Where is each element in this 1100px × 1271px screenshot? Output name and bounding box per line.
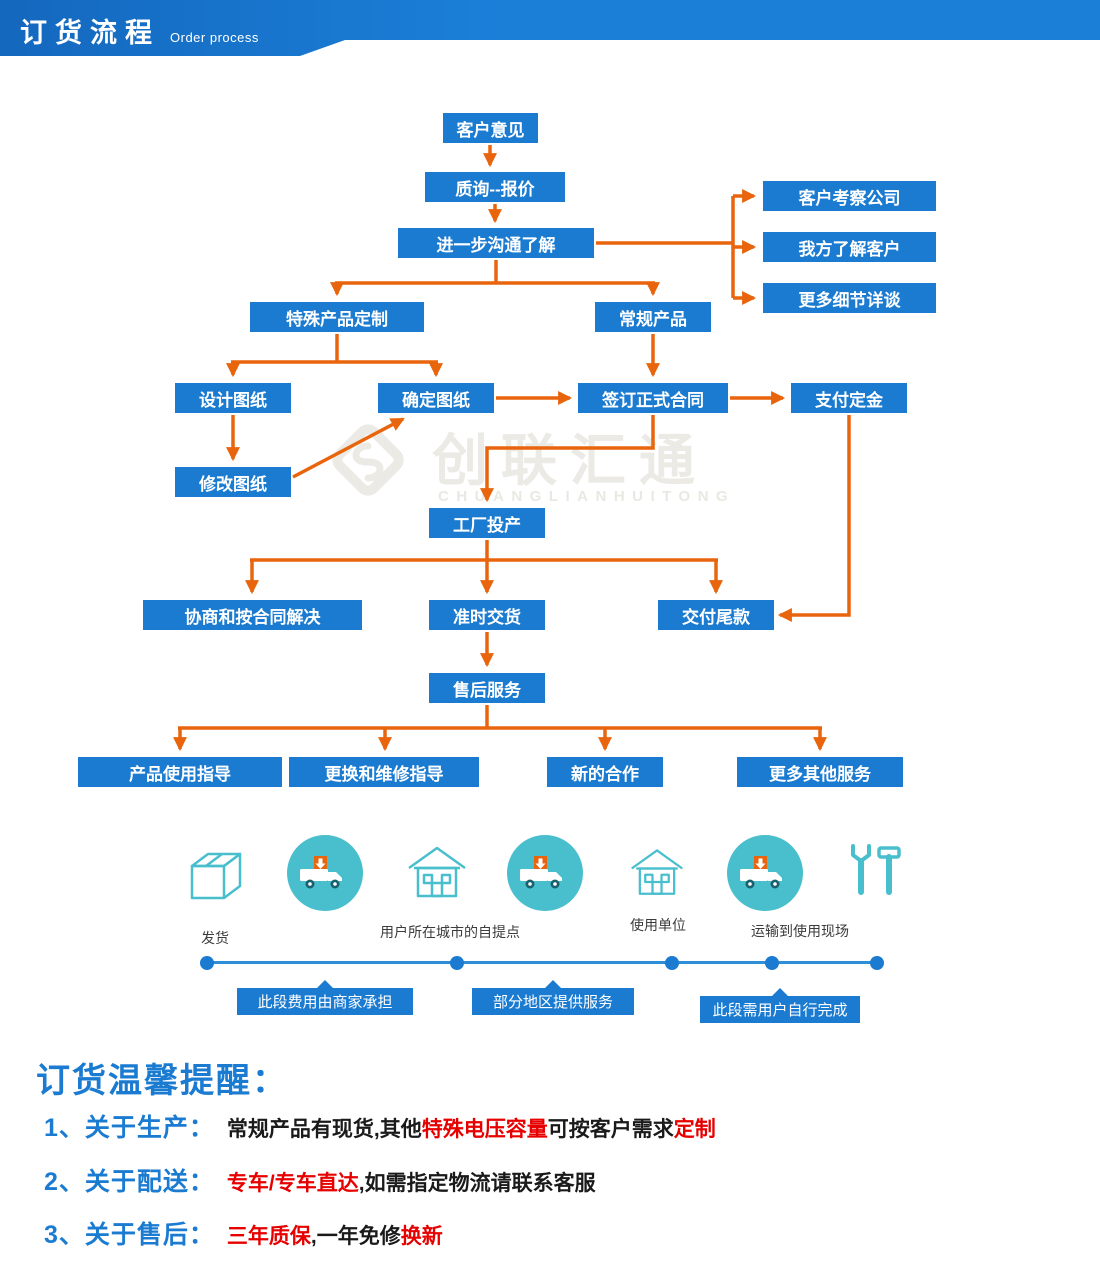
- package-icon: [190, 852, 242, 900]
- timeline-line: [207, 961, 877, 964]
- house-icon: [631, 849, 683, 895]
- tools-icon: [851, 844, 901, 895]
- flow-node-confirm-drawings: 确定图纸: [378, 383, 494, 413]
- label-using-unit: 使用单位: [630, 917, 686, 933]
- flow-node-modify-drawings: 修改图纸: [175, 467, 291, 497]
- flowchart-connectors: [173, 145, 851, 752]
- flow-node-standard-product: 常规产品: [595, 302, 711, 332]
- connector-arrows: [173, 145, 851, 752]
- notice-text-highlight: 定制: [673, 1118, 716, 1141]
- flow-node-customer-feedback: 客户意见: [443, 113, 538, 143]
- timeline-dot: [665, 956, 679, 970]
- flow-node-pay-balance: 交付尾款: [658, 600, 774, 630]
- timeline-dot: [200, 956, 214, 970]
- flow-node-more-details: 更多细节详谈: [763, 283, 936, 313]
- banner-user-completes-segment: 此段需用户自行完成: [700, 988, 860, 1023]
- notice-prefix: 2、关于配送：: [44, 1168, 215, 1196]
- delivery-truck-icon: [727, 835, 803, 911]
- notice-text: ,一年免修: [310, 1225, 401, 1248]
- flow-node-design-drawings: 设计图纸: [175, 383, 291, 413]
- flow-node-factory-production: 工厂投产: [429, 508, 545, 538]
- flow-node-pay-deposit: 支付定金: [791, 383, 907, 413]
- connector-trunk-lines: [178, 196, 822, 730]
- label-city-pickup-point: 用户所在城市的自提点: [380, 924, 520, 940]
- watermark-title: 创联汇通: [432, 429, 708, 492]
- notice-item-after-sales: 3、关于售后： 三年质保 ,一年免修 换新: [44, 1215, 443, 1251]
- flow-node-more-services: 更多其他服务: [737, 757, 903, 787]
- flow-node-sign-contract: 签订正式合同: [578, 383, 728, 413]
- timeline-dot: [765, 956, 779, 970]
- notice-item-production: 1、关于生产： 常规产品有现货,其他 特殊电压容量 可按客户需求 定制: [44, 1108, 716, 1144]
- notice-text-highlight: 三年质保: [226, 1225, 311, 1248]
- flow-node-replacement-repair-guide: 更换和维修指导: [289, 757, 479, 787]
- flow-node-further-communication: 进一步沟通了解: [398, 228, 594, 258]
- timeline-dot: [870, 956, 884, 970]
- notice-title: 订货温馨提醒：: [36, 1062, 288, 1100]
- notice-prefix: 1、关于生产：: [44, 1114, 215, 1142]
- label-ship-goods: 发货: [201, 930, 229, 946]
- notice-text: 可按客户需求: [547, 1118, 674, 1141]
- banner-seller-pays-segment: 此段费用由商家承担: [237, 980, 413, 1015]
- page-subtitle: Order process: [170, 30, 259, 45]
- timeline-dot: [450, 956, 464, 970]
- flow-node-after-sales-service: 售后服务: [429, 673, 545, 703]
- flow-node-custom-product: 特殊产品定制: [250, 302, 424, 332]
- flow-node-negotiate-per-contract: 协商和按合同解决: [143, 600, 362, 630]
- label-transport-to-site: 运输到使用现场: [751, 923, 849, 939]
- flow-node-new-cooperation: 新的合作: [547, 757, 663, 787]
- watermark-logo-icon: [332, 424, 404, 496]
- flow-node-customer-visits-company: 客户考察公司: [763, 181, 936, 211]
- page-header: 订货流程 Order process: [20, 11, 259, 50]
- notice-item-delivery: 2、关于配送： 专车/专车直达 ,如需指定物流请联系客服: [44, 1162, 596, 1198]
- notice-prefix: 3、关于售后：: [44, 1221, 215, 1249]
- watermark-subtitle: CHUANGLIANHUITONG: [438, 488, 736, 505]
- notice-text: 常规产品有现货,其他: [226, 1118, 422, 1141]
- flow-node-on-time-delivery: 准时交货: [429, 600, 545, 630]
- delivery-truck-icon: [287, 835, 363, 911]
- notice-text-highlight: 特殊电压容量: [421, 1118, 548, 1141]
- notice-text-highlight: 换新: [400, 1225, 443, 1248]
- banner-partial-area-service: 部分地区提供服务: [472, 980, 634, 1015]
- delivery-truck-icon: [507, 835, 583, 911]
- flow-node-product-usage-guide: 产品使用指导: [78, 757, 282, 787]
- notice-text: ,如需指定物流请联系客服: [358, 1172, 596, 1195]
- notice-text-highlight: 专车/专车直达: [226, 1172, 359, 1195]
- page-title: 订货流程: [20, 18, 160, 48]
- flow-node-inquiry-quotation: 质询--报价: [425, 172, 565, 202]
- house-icon: [408, 846, 466, 898]
- flow-node-understand-customer: 我方了解客户: [763, 232, 936, 262]
